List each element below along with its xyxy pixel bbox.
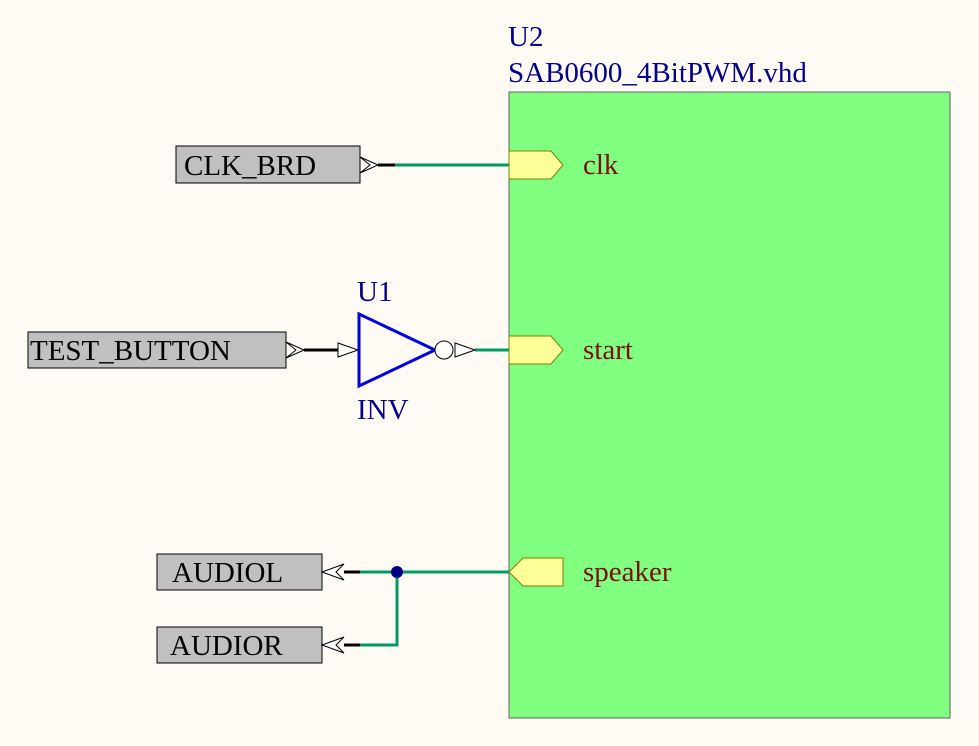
port-audiol-arrow-icon: [320, 563, 345, 581]
pin-start-shape[interactable]: [508, 335, 564, 365]
port-audiol-label: AUDIOL: [172, 557, 283, 589]
pin-clk-label: clk: [583, 149, 619, 181]
port-clk-brd[interactable]: [175, 145, 361, 184]
port-audior-arrow-icon: [320, 636, 345, 654]
port-test-button[interactable]: [27, 331, 287, 369]
inverter-bubble-icon: [434, 340, 454, 360]
inverter-output-arrow-icon: [454, 342, 477, 358]
inverter-type: INV: [357, 394, 409, 426]
port-test-button-arrow-icon: [285, 341, 306, 359]
port-clk-brd-arrow-icon: [359, 156, 380, 174]
port-test-button-label: TEST_BUTTON: [30, 335, 231, 367]
port-audiol[interactable]: [156, 553, 323, 591]
component-reference: U2: [508, 21, 543, 53]
pin-speaker-label: speaker: [583, 556, 672, 588]
inverter-reference: U1: [357, 276, 392, 308]
wire-junction: [391, 566, 403, 578]
port-audior-label: AUDIOR: [170, 630, 283, 662]
pin-start-label: start: [583, 334, 633, 366]
pin-clk-shape[interactable]: [508, 150, 564, 180]
inverter-icon[interactable]: [357, 311, 439, 389]
wire-audior-branch[interactable]: [360, 572, 399, 647]
component-body[interactable]: [508, 91, 951, 719]
pin-speaker-shape[interactable]: [508, 557, 564, 587]
inverter-input-arrow-icon: [337, 342, 360, 358]
port-audior[interactable]: [156, 626, 323, 664]
component-filename: SAB0600_4BitPWM.vhd: [508, 57, 807, 89]
port-clk-brd-label: CLK_BRD: [184, 150, 316, 182]
